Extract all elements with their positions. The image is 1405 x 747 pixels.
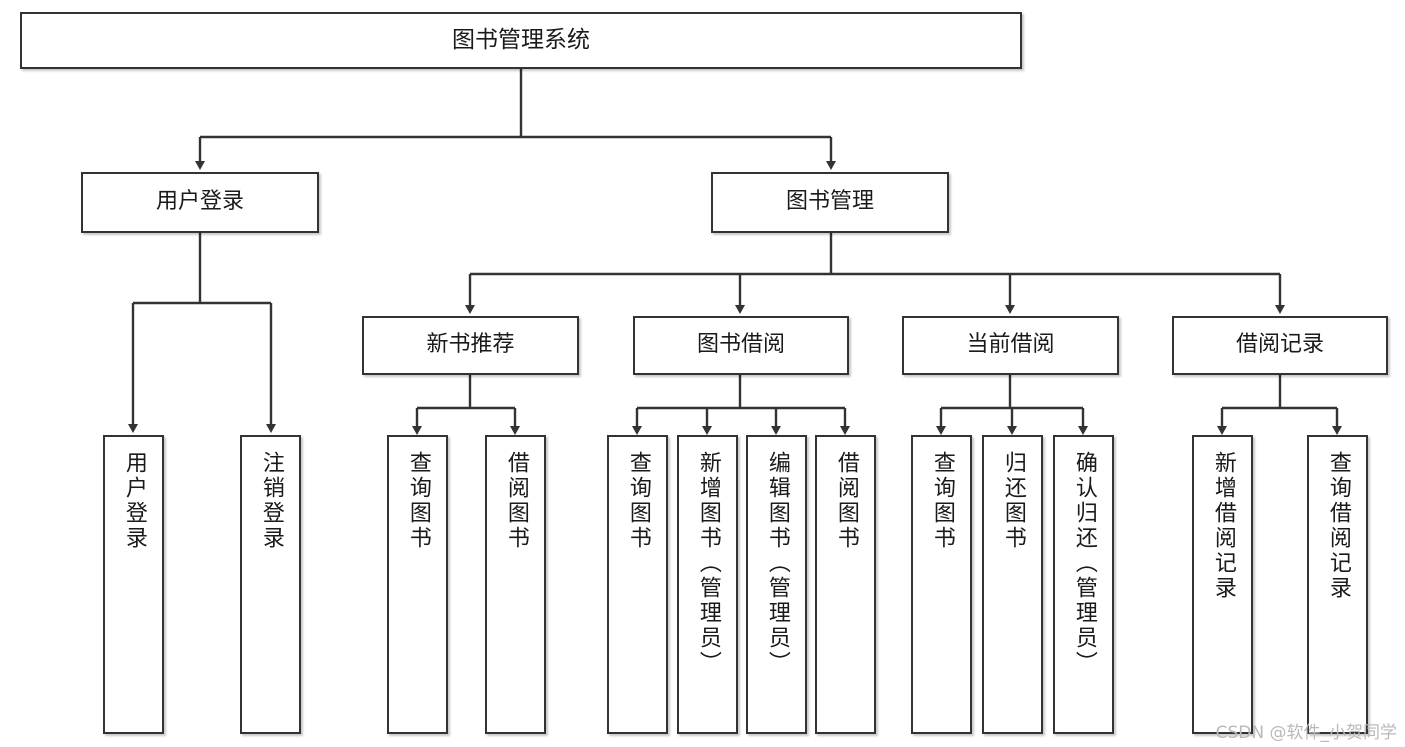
node-leaf-query-book-1-label: 查询图书 bbox=[405, 451, 431, 551]
node-book-management-label: 图书管理 bbox=[785, 189, 874, 215]
node-leaf-query-borrow-record[interactable]: 查询借阅记录 bbox=[1307, 435, 1368, 734]
node-book-borrow[interactable]: 图书借阅 bbox=[633, 316, 849, 375]
edge-group-user-login bbox=[128, 233, 276, 433]
node-leaf-query-book-3[interactable]: 查询图书 bbox=[911, 435, 972, 734]
node-leaf-query-book-1[interactable]: 查询图书 bbox=[387, 435, 448, 734]
node-leaf-query-borrow-record-label: 查询借阅记录 bbox=[1325, 451, 1351, 601]
node-leaf-edit-book-label: 编辑图书（管理员） bbox=[764, 451, 790, 676]
node-user-login-label: 用户登录 bbox=[155, 189, 244, 215]
node-leaf-return-book-label: 归还图书 bbox=[1000, 451, 1026, 551]
node-leaf-borrow-book-2-label: 借阅图书 bbox=[833, 451, 859, 551]
node-leaf-borrow-book-1[interactable]: 借阅图书 bbox=[485, 435, 546, 734]
node-leaf-logout-login-label: 注销登录 bbox=[258, 451, 284, 551]
edge-group-new-book-recommend bbox=[412, 375, 520, 435]
node-leaf-add-book-label: 新增图书（管理员） bbox=[695, 451, 721, 676]
node-borrow-record[interactable]: 借阅记录 bbox=[1172, 316, 1388, 375]
node-root[interactable]: 图书管理系统 bbox=[20, 12, 1022, 69]
edge-group-borrow-record bbox=[1217, 375, 1342, 435]
node-leaf-query-book-2-label: 查询图书 bbox=[625, 451, 651, 551]
node-leaf-borrow-book-1-label: 借阅图书 bbox=[503, 451, 529, 551]
node-root-label: 图书管理系统 bbox=[452, 26, 590, 53]
node-leaf-query-book-3-label: 查询图书 bbox=[929, 451, 955, 551]
node-leaf-add-book[interactable]: 新增图书（管理员） bbox=[677, 435, 738, 734]
node-new-book-recommend-label: 新书推荐 bbox=[426, 332, 515, 358]
node-user-login[interactable]: 用户登录 bbox=[81, 172, 319, 233]
node-leaf-user-login-label: 用户登录 bbox=[121, 451, 147, 551]
node-leaf-add-borrow-record[interactable]: 新增借阅记录 bbox=[1192, 435, 1253, 734]
node-borrow-record-label: 借阅记录 bbox=[1235, 332, 1324, 358]
edge-group-root bbox=[195, 69, 836, 170]
node-leaf-edit-book[interactable]: 编辑图书（管理员） bbox=[746, 435, 807, 734]
node-book-management[interactable]: 图书管理 bbox=[711, 172, 949, 233]
node-current-borrow-label: 当前借阅 bbox=[966, 332, 1055, 358]
csdn-watermark: CSDN @软件_小贺同学 bbox=[1215, 723, 1397, 743]
node-leaf-confirm-return[interactable]: 确认归还（管理员） bbox=[1053, 435, 1114, 734]
edge-group-book-borrow bbox=[632, 375, 850, 435]
node-leaf-add-borrow-record-label: 新增借阅记录 bbox=[1210, 451, 1236, 601]
node-leaf-query-book-2[interactable]: 查询图书 bbox=[607, 435, 668, 734]
node-new-book-recommend[interactable]: 新书推荐 bbox=[362, 316, 579, 375]
node-current-borrow[interactable]: 当前借阅 bbox=[902, 316, 1119, 375]
node-leaf-return-book[interactable]: 归还图书 bbox=[982, 435, 1043, 734]
node-leaf-user-login[interactable]: 用户登录 bbox=[103, 435, 164, 734]
node-leaf-logout-login[interactable]: 注销登录 bbox=[240, 435, 301, 734]
node-leaf-borrow-book-2[interactable]: 借阅图书 bbox=[815, 435, 876, 734]
edge-group-book-management bbox=[465, 233, 1285, 314]
edge-group-current-borrow bbox=[936, 375, 1088, 435]
node-book-borrow-label: 图书借阅 bbox=[696, 332, 785, 358]
node-leaf-confirm-return-label: 确认归还（管理员） bbox=[1071, 451, 1097, 676]
